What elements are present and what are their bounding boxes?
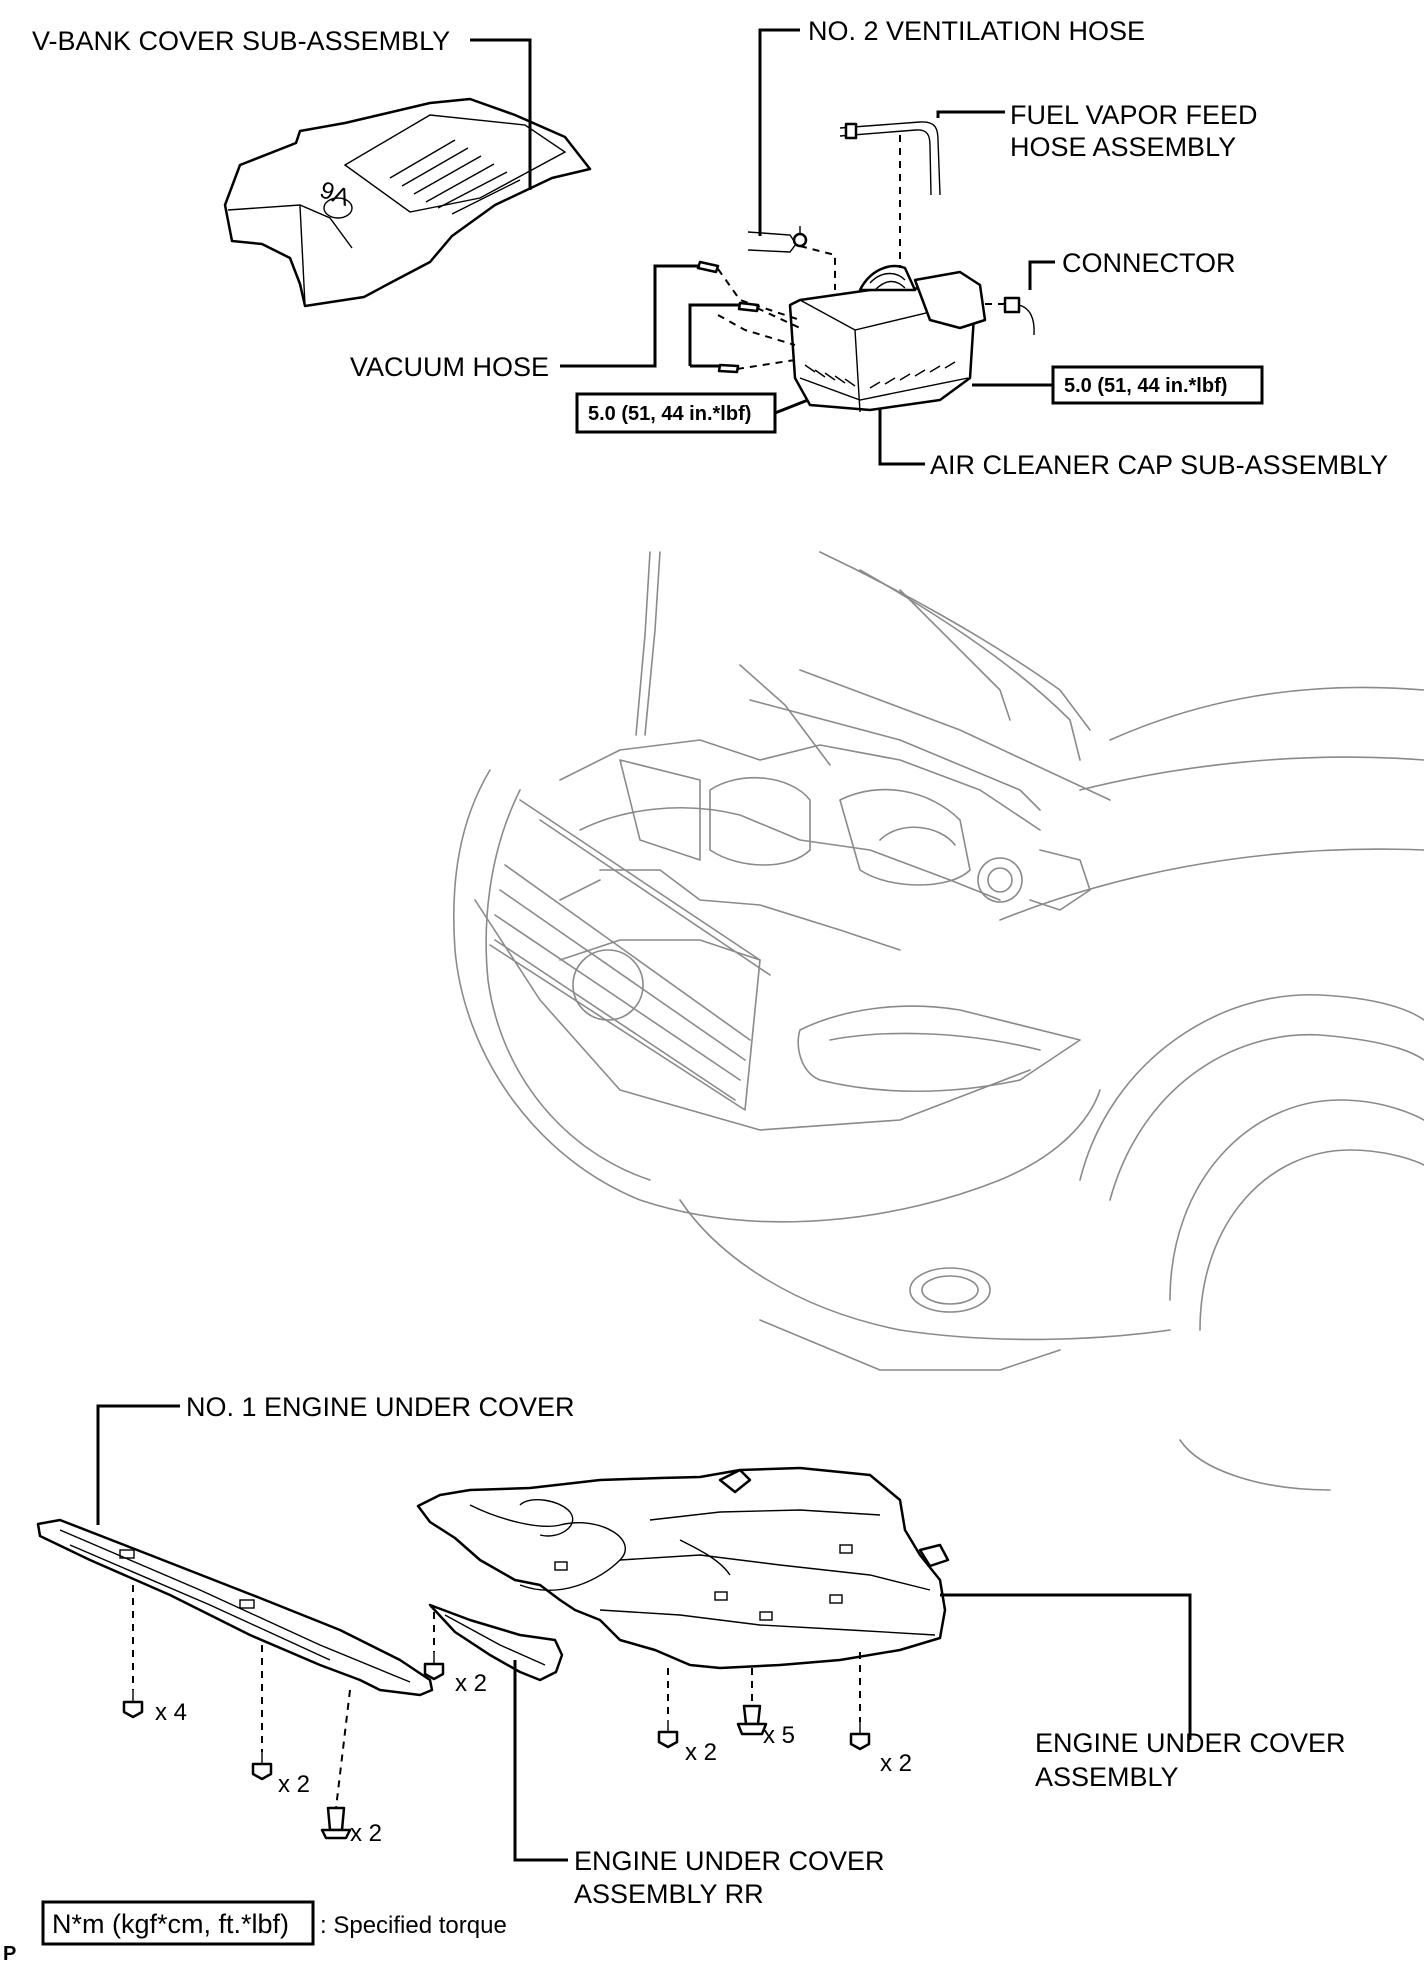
count-under-cover-a: x 2 — [685, 1739, 717, 1766]
vacuum-hose-illustration — [696, 260, 760, 374]
count-rr: x 2 — [455, 1670, 487, 1697]
vacuum-dash-2 — [756, 307, 801, 329]
fuel-vapor-feed-hose-illustration — [839, 121, 941, 196]
torque-box-right — [1051, 365, 1264, 405]
bolt-icon-rr — [423, 1652, 445, 1681]
vacuum-dash-4 — [717, 314, 796, 346]
fuel-vapor-label-line2: HOSE ASSEMBLY — [1010, 132, 1236, 162]
v-bank-cover-label: V-BANK COVER SUB-ASSEMBLY — [32, 26, 450, 56]
no2-ventilation-hose-label: NO. 2 VENTILATION HOSE — [808, 16, 1145, 46]
air-cleaner-cap-leader — [878, 408, 925, 466]
fuel-vapor-leader — [936, 110, 1005, 118]
engine-under-cover-assembly-illustration — [416, 1466, 950, 1670]
vacuum-dash-1 — [717, 268, 801, 321]
connector-label: CONNECTOR — [1062, 248, 1236, 278]
no1-under-cover-leader — [96, 1404, 180, 1525]
clip-icon-no1-c — [320, 1806, 352, 1840]
v-bank-cover-illustration: V6 — [223, 97, 592, 308]
torque-left-text: 5.0 (51, 44 in.*lbf) — [588, 403, 751, 425]
connector-leader — [1028, 260, 1055, 290]
legend-description: : Specified torque — [320, 1912, 507, 1939]
count-under-cover-clip: x 5 — [763, 1722, 795, 1749]
vacuum-hose-label: VACUUM HOSE — [350, 352, 549, 382]
legend-unit-text: N*m (kgf*cm, ft.*lbf) — [52, 1909, 289, 1939]
fuel-vapor-label-line1: FUEL VAPOR FEED — [1010, 100, 1258, 130]
v-bank-leader — [470, 38, 532, 190]
bolt-icon-no1-b — [251, 1752, 273, 1781]
bolt-icon-under-cover-b — [849, 1722, 871, 1751]
engine-under-cover-label-line2: ASSEMBLY — [1035, 1762, 1179, 1792]
vacuum-leader-2 — [688, 303, 740, 366]
air-cleaner-cap-label: AIR CLEANER CAP SUB-ASSEMBLY — [930, 450, 1388, 480]
engine-under-cover-rr-label-line1: ENGINE UNDER COVER — [574, 1846, 885, 1876]
count-no1-c: x 2 — [350, 1820, 382, 1847]
no1-engine-under-cover-label: NO. 1 ENGINE UNDER COVER — [186, 1392, 575, 1422]
vehicle-engine-bay-illustration — [452, 551, 1424, 1491]
ventilation-dash — [799, 245, 836, 290]
air-cleaner-cap-illustration — [788, 264, 987, 413]
clip-icon-under-cover — [736, 1704, 768, 1736]
vacuum-leader-1 — [560, 264, 700, 368]
no1-dash-c — [335, 1689, 351, 1809]
bolt-icon-no1-a — [122, 1690, 144, 1719]
torque-left-leader — [774, 398, 809, 415]
under-cover-leader — [940, 1593, 1192, 1740]
no1-engine-under-cover-illustration — [36, 1518, 434, 1697]
footer-letter: P — [3, 1943, 16, 1963]
engine-under-cover-rr-illustration — [428, 1603, 564, 1682]
bolt-icon-under-cover-a — [657, 1720, 679, 1749]
engine-under-cover-rr-label-line2: ASSEMBLY RR — [574, 1879, 764, 1909]
rr-cover-leader — [513, 1660, 568, 1862]
engine-under-cover-label-line1: ENGINE UNDER COVER — [1035, 1728, 1346, 1758]
ventilation-leader — [758, 28, 800, 236]
no2-ventilation-hose-illustration — [747, 226, 808, 253]
torque-box-left — [575, 392, 777, 434]
connector-illustration — [1003, 296, 1035, 336]
torque-right-text: 5.0 (51, 44 in.*lbf) — [1064, 375, 1227, 397]
count-no1-a: x 4 — [155, 1699, 187, 1726]
count-no1-b: x 2 — [278, 1771, 310, 1798]
legend-unit-box — [41, 1900, 315, 1946]
count-under-cover-b: x 2 — [880, 1750, 912, 1777]
vacuum-dash-3 — [736, 359, 796, 370]
